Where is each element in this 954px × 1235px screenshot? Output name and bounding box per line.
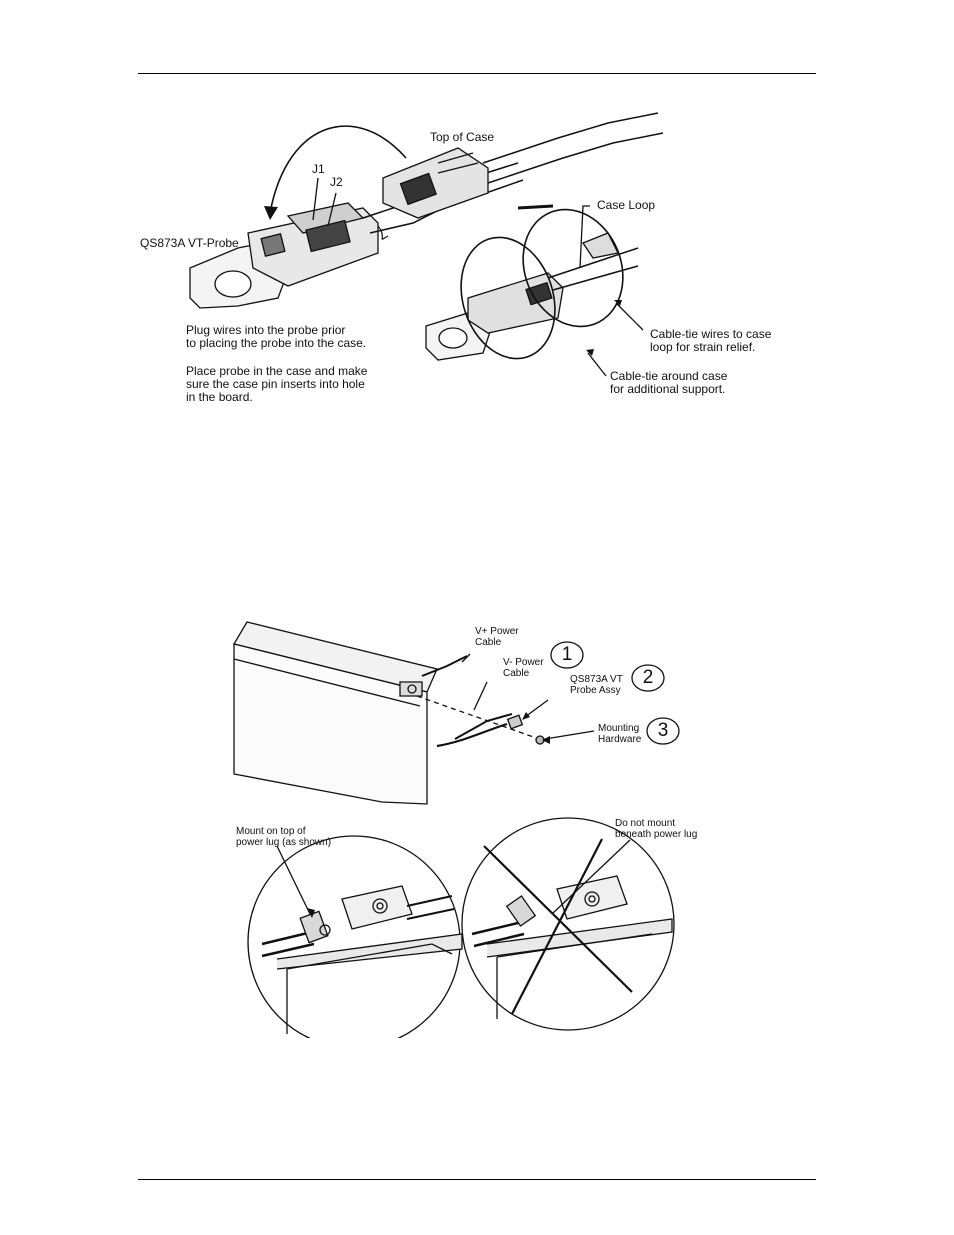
- probe-installation-drawing: [138, 108, 792, 402]
- callout-3-circle: [647, 718, 679, 744]
- label-mount-on-top: Mount on top of power lug (as shown): [236, 826, 332, 848]
- label-j2: J2: [330, 175, 343, 189]
- strain-leader: [616, 303, 643, 330]
- label-probe-assy: QS873A VT Probe Assy: [570, 674, 623, 696]
- v-plus-cable: [422, 656, 467, 676]
- detail-correct: [248, 836, 462, 1038]
- top-of-case: [383, 148, 488, 218]
- header-rule: [138, 73, 816, 74]
- label-top-of-case: Top of Case: [430, 130, 495, 144]
- label-v-plus: V+ Power Cable: [475, 626, 519, 648]
- do-not-mount-leader: [552, 840, 630, 914]
- right-probe-case: [468, 273, 563, 333]
- callout-2-circle: [632, 665, 664, 691]
- alignment-line: [417, 696, 542, 740]
- cable-tie-loop: [506, 194, 640, 341]
- label-cable-tie-around: Cable-tie around case for additional sup…: [610, 369, 728, 396]
- callout-1-circle: [551, 642, 583, 668]
- flip-arrowhead: [264, 206, 278, 220]
- label-v-minus: V- Power Cable: [503, 657, 544, 679]
- label-do-not-mount: Do not mount beneath power lug: [615, 818, 698, 840]
- mount-top-leader: [277, 846, 310, 914]
- footer-rule: [138, 1179, 816, 1180]
- support-leader: [588, 353, 606, 376]
- right-wires: [548, 248, 638, 290]
- case-loop-leader: [580, 206, 590, 268]
- label-j1: J1: [312, 162, 325, 176]
- callout-2: 2: [642, 667, 654, 688]
- left-board-hole: [215, 271, 251, 297]
- callout-3: 3: [657, 720, 669, 741]
- label-mounting: Mounting Hardware: [598, 723, 642, 745]
- label-cable-tie-loop: Cable-tie wires to case loop for strain …: [650, 327, 772, 354]
- probe-assy: [508, 715, 523, 729]
- label-case-loop: Case Loop: [597, 198, 656, 212]
- callout-1: 1: [561, 644, 573, 665]
- x-mark: [484, 839, 632, 1014]
- label-place-note: Place probe in the case and make sure th…: [186, 364, 368, 404]
- case-wires: [483, 113, 663, 183]
- label-probe: QS873A VT-Probe: [140, 236, 239, 250]
- battery-terminal: [400, 682, 422, 696]
- battery-front: [234, 644, 427, 804]
- v-minus-cable: [455, 714, 512, 739]
- j1-leader: [313, 178, 318, 220]
- j2-leader: [328, 193, 336, 226]
- mounting-arrow: [545, 731, 594, 739]
- probe-assy-arrow: [525, 700, 548, 717]
- battery-mounting-figure: V+ Power Cable V- Power Cable QS873A VT …: [222, 614, 704, 1038]
- battery-mounting-drawing: [222, 614, 704, 1038]
- cable-tie-case: [446, 225, 570, 371]
- label-plug-note: Plug wires into the probe prior to placi…: [186, 323, 367, 350]
- probe-installation-figure: Top of Case J1 J2 QS873A VT-Probe Case L…: [138, 108, 792, 404]
- detail-incorrect: [462, 818, 674, 1030]
- flip-arrow: [270, 126, 406, 213]
